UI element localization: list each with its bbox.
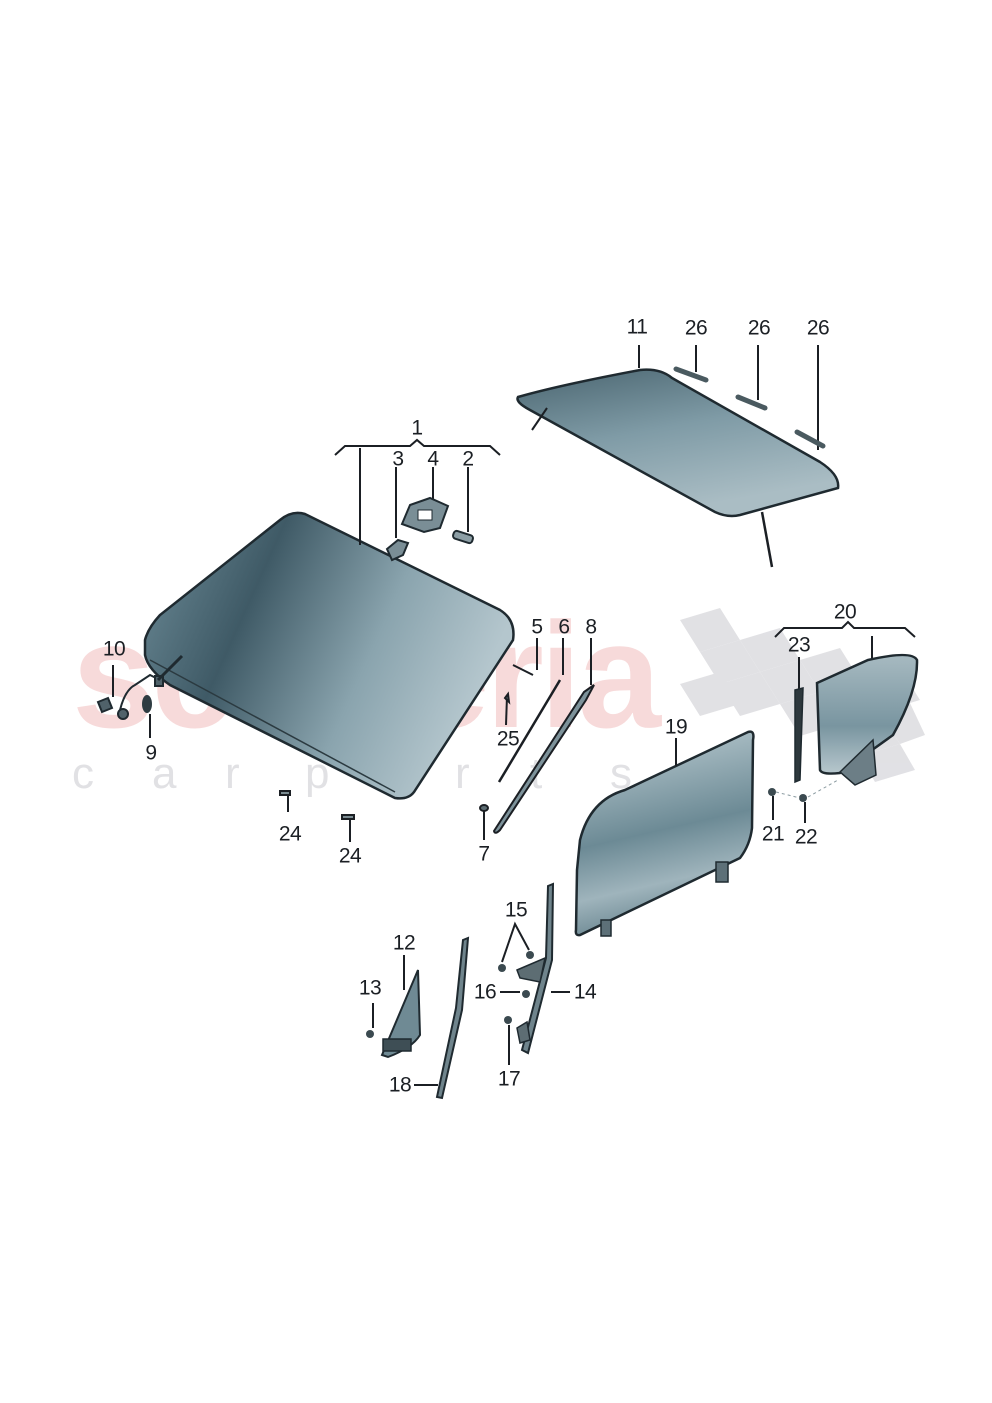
window-channel xyxy=(414,936,470,1100)
callout-11: 11 xyxy=(626,315,648,339)
callout-6: 6 xyxy=(558,615,570,639)
callout-24: 24 xyxy=(338,844,362,868)
callout-5: 5 xyxy=(531,615,543,639)
callout-14: 14 xyxy=(573,980,597,1004)
door-glass xyxy=(574,730,755,937)
windshield-glass xyxy=(143,511,515,800)
callout-26: 26 xyxy=(806,316,830,340)
callout-20: 20 xyxy=(833,600,857,624)
callout-13: 13 xyxy=(358,976,382,1000)
roof-trim-strips xyxy=(673,366,826,449)
callout-23: 23 xyxy=(787,633,811,657)
callout-26: 26 xyxy=(684,316,708,340)
callout-8: 8 xyxy=(585,615,597,639)
callout-25: 25 xyxy=(496,727,520,751)
callout-16: 16 xyxy=(473,980,497,1004)
sensor-cover-part xyxy=(452,529,474,545)
callout-21: 21 xyxy=(761,822,785,846)
trim-strips-a-pillar xyxy=(479,638,595,840)
watermark-letter: c xyxy=(72,749,94,798)
callout-1: 1 xyxy=(411,416,423,440)
callout-10: 10 xyxy=(102,637,126,661)
callout-4: 4 xyxy=(427,447,439,471)
callout-3: 3 xyxy=(392,447,404,471)
watermark-letter: s xyxy=(610,749,632,798)
quarter-window-assembly xyxy=(768,620,919,823)
heater-wire-connector-part xyxy=(96,654,184,720)
callout-24: 24 xyxy=(278,822,302,846)
window-guide-rail xyxy=(498,882,570,1065)
spacer-parts xyxy=(279,790,355,842)
watermark-letter: r xyxy=(225,749,240,798)
callout-18: 18 xyxy=(388,1073,412,1097)
watermark-letter: r xyxy=(455,749,470,798)
callout-15: 15 xyxy=(504,898,528,922)
vent-window-glass xyxy=(366,955,422,1059)
callout-7: 7 xyxy=(478,842,490,866)
callout-2: 2 xyxy=(462,447,474,471)
callout-19: 19 xyxy=(664,715,688,739)
mirror-mount-pad-part xyxy=(385,538,410,562)
callout-22: 22 xyxy=(794,825,818,849)
grommet-part xyxy=(142,695,152,738)
roof-glass xyxy=(516,345,840,568)
callout-9: 9 xyxy=(145,741,157,765)
callout-bracket-1 xyxy=(334,438,501,545)
sensor-bracket-part xyxy=(400,496,450,534)
callout-17: 17 xyxy=(497,1067,521,1091)
callout-12: 12 xyxy=(392,931,416,955)
watermark-letter: a xyxy=(152,749,177,798)
callout-26: 26 xyxy=(747,316,771,340)
